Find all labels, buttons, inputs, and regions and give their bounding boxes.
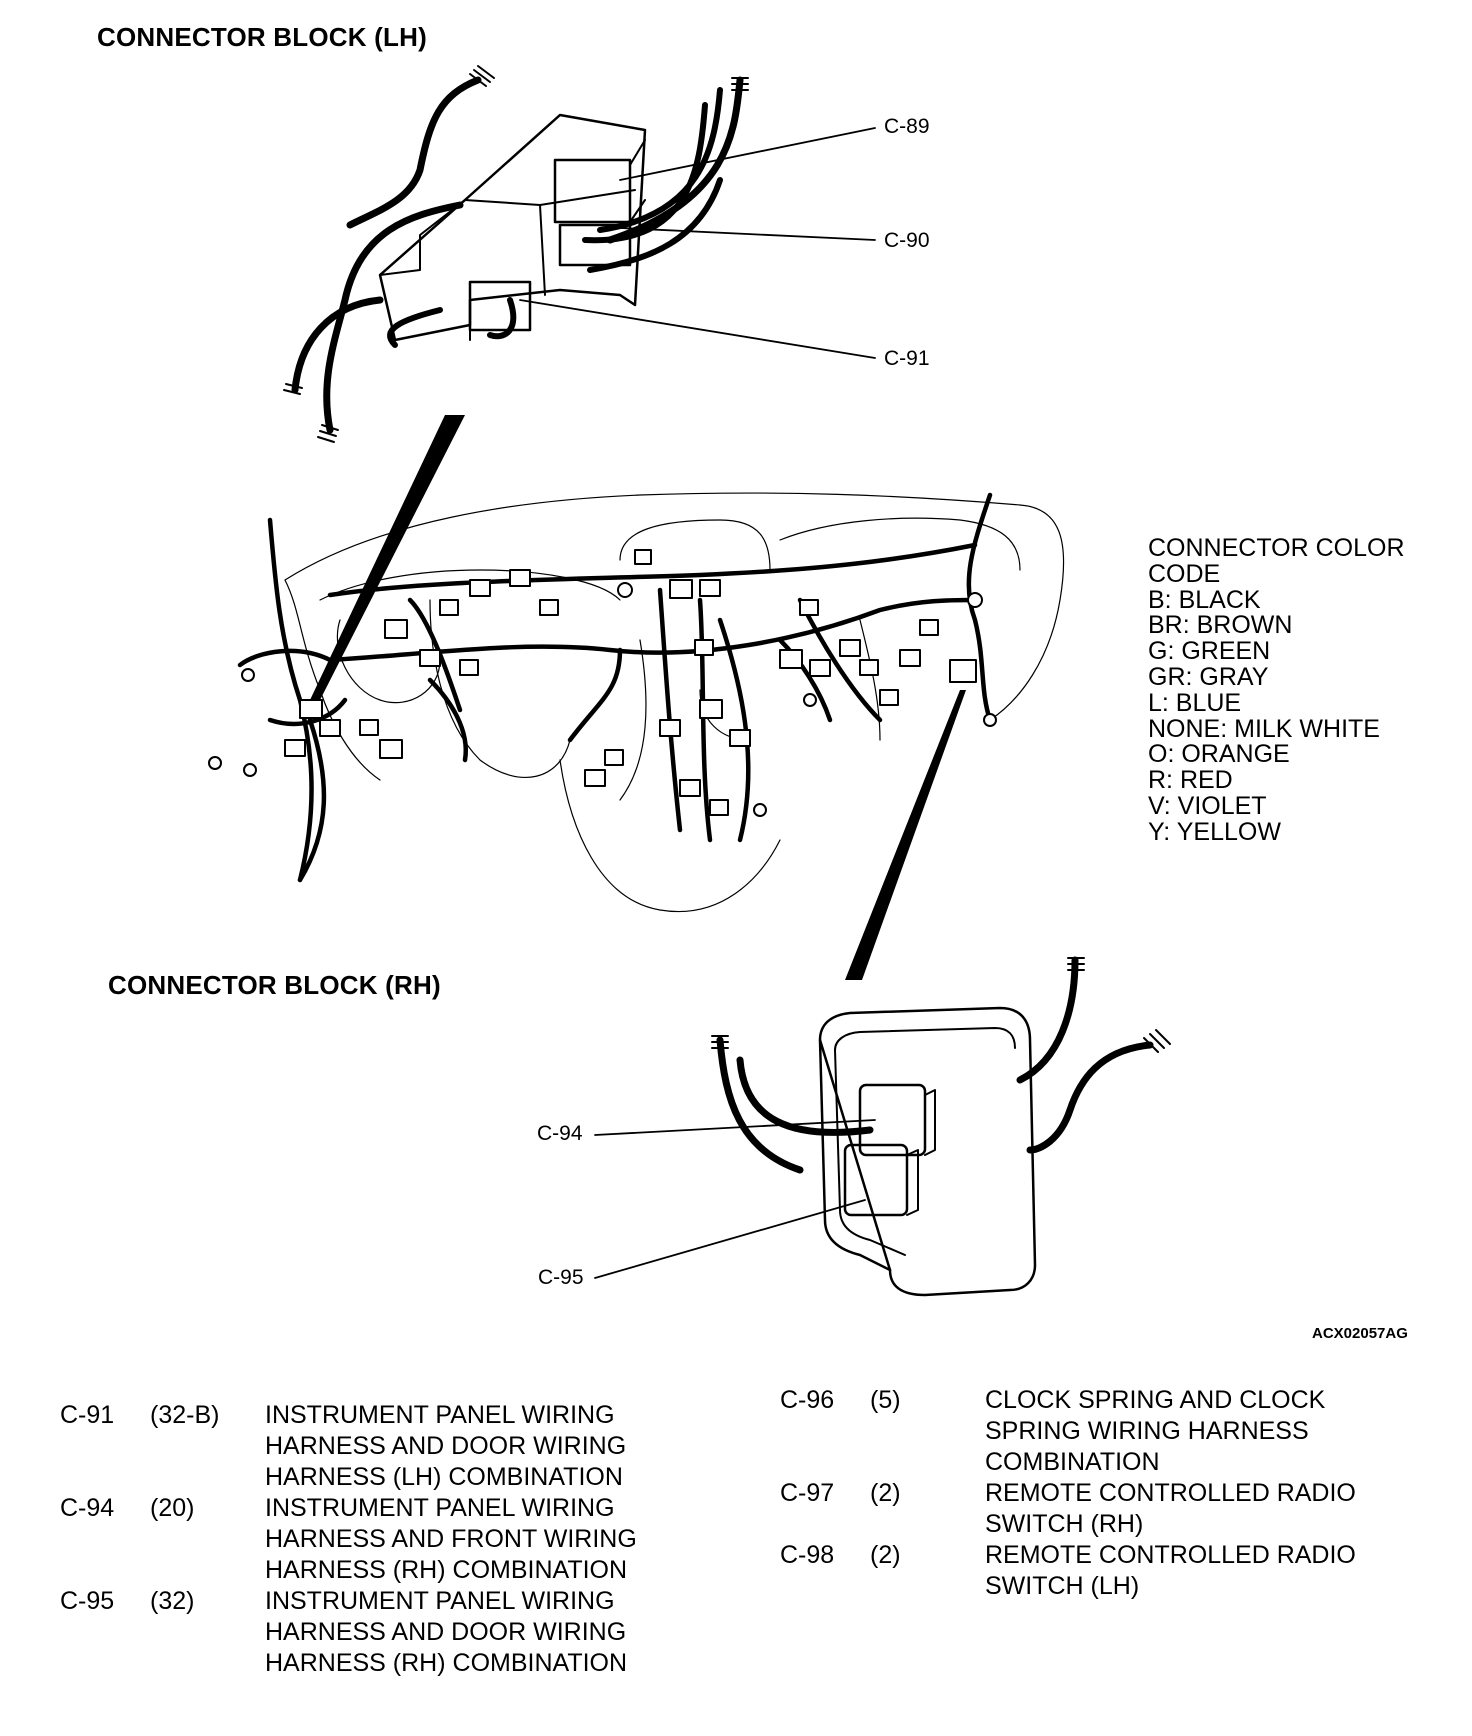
connector-id: C-91 xyxy=(60,1401,115,1429)
connector-pins: (32-B) xyxy=(150,1401,220,1429)
connector-pins: (5) xyxy=(870,1386,901,1414)
connector-pins: (2) xyxy=(870,1541,901,1569)
connector-description: INSTRUMENT PANEL WIRING HARNESS AND DOOR… xyxy=(265,1587,628,1677)
pointer-lh xyxy=(310,415,465,700)
connector-id: C-95 xyxy=(60,1587,115,1615)
connector-description: CLOCK SPRING AND CLOCK SPRING WIRING HAR… xyxy=(985,1386,1326,1476)
callout-c95: C-95 xyxy=(538,1266,584,1289)
legend-item: B: BLACK xyxy=(1148,585,1261,614)
connector-pins: (20) xyxy=(150,1494,195,1522)
connector-id: C-98 xyxy=(780,1541,835,1569)
callout-c90: C-90 xyxy=(884,229,930,252)
legend-item: L: BLUE xyxy=(1148,688,1242,717)
instrument-panel-drawing xyxy=(284,492,1065,913)
figure-code: ACX02057AG xyxy=(1312,1325,1408,1342)
heading-connector-block-lh: CONNECTOR BLOCK (LH) xyxy=(97,22,427,52)
connector-list-right: C-96 (5) CLOCK SPRING AND CLOCK SPRING W… xyxy=(780,1385,1440,1625)
connector-block-rh-drawing xyxy=(594,956,1171,1297)
legend-item: O: ORANGE xyxy=(1148,740,1290,769)
connector-id: C-96 xyxy=(780,1386,835,1414)
heading-connector-block-rh: CONNECTOR BLOCK (RH) xyxy=(108,970,441,1000)
callout-c89: C-89 xyxy=(884,115,930,138)
legend-item: NONE: MILK WHITE xyxy=(1148,714,1380,743)
connector-pins: (32) xyxy=(150,1587,195,1615)
legend-item: V: VIOLET xyxy=(1148,791,1267,820)
connector-block-lh-drawing xyxy=(283,65,876,443)
connector-description: INSTRUMENT PANEL WIRING HARNESS AND DOOR… xyxy=(265,1401,627,1491)
legend-item: G: GREEN xyxy=(1148,637,1271,666)
connector-id: C-97 xyxy=(780,1479,835,1507)
connector-pins: (2) xyxy=(870,1479,901,1507)
legend-item: R: RED xyxy=(1148,766,1233,795)
connector-id: C-94 xyxy=(60,1494,115,1522)
callout-c91: C-91 xyxy=(884,347,930,370)
connector-description: REMOTE CONTROLLED RADIO SWITCH (LH) xyxy=(985,1541,1356,1600)
legend-item: Y: YELLOW xyxy=(1148,817,1281,846)
connector-color-code-legend: CONNECTOR COLOR CODE B: BLACK BR: BROWN … xyxy=(1148,534,1405,846)
connector-list-left: C-91 (32-B) INSTRUMENT PANEL WIRING HARN… xyxy=(60,1400,740,1700)
callout-c94: C-94 xyxy=(537,1122,583,1145)
legend-item: BR: BROWN xyxy=(1148,611,1293,640)
legend-title: CONNECTOR COLOR xyxy=(1148,534,1405,562)
main-harness xyxy=(237,492,993,883)
connector-description: REMOTE CONTROLLED RADIO SWITCH (RH) xyxy=(985,1479,1356,1538)
panel-connectors xyxy=(208,549,997,817)
legend-title-2: CODE xyxy=(1148,559,1221,588)
legend-item: GR: GRAY xyxy=(1148,662,1269,691)
connector-description: INSTRUMENT PANEL WIRING HARNESS AND FRON… xyxy=(265,1494,637,1584)
pointer-rh xyxy=(845,690,966,980)
